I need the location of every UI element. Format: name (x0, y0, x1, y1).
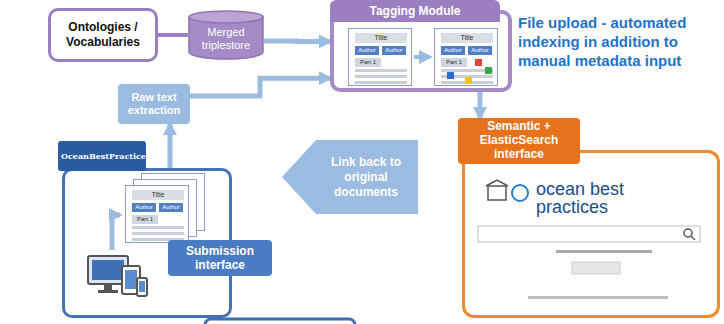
triplestore-cylinder: Merged triplestore (188, 10, 264, 60)
doc-author: Author (355, 46, 379, 55)
connector-arrow (190, 78, 330, 96)
node-text: OceanBestPractices (61, 151, 143, 161)
doc-part: Part 1 (355, 58, 381, 67)
text-line (132, 232, 184, 235)
tag-marker (465, 77, 472, 84)
tagging-module: Tagging ModuleTitleAuthorAuthorPart 1Tit… (330, 0, 512, 92)
process-box: Raw text extraction (118, 84, 190, 124)
doc-author: Author (159, 203, 183, 212)
connector-arrow (167, 124, 172, 168)
document-icon: TitleAuthorAuthorPart 1 (348, 28, 412, 86)
cylinder-top (189, 11, 263, 23)
doc-author: Author (468, 46, 492, 55)
node-text: Link back to original documents (320, 155, 412, 200)
text-line (355, 81, 407, 84)
text-line (355, 75, 407, 78)
submission-box: Submission interface (168, 240, 272, 276)
document-icon: TitleAuthorAuthorPart 1 (434, 28, 498, 86)
doc-title: Title (132, 190, 184, 200)
doc-part: Part 1 (441, 58, 467, 67)
tagging-arrow (414, 55, 430, 59)
connector-arrow (158, 33, 188, 37)
website-screenshot (478, 180, 700, 299)
node-text: Tagging Module (369, 4, 460, 18)
tag-marker (475, 59, 482, 66)
text-line (355, 69, 407, 72)
repository-logo: OceanBestPractices (58, 141, 146, 171)
node-text: Merged triplestore (192, 26, 260, 52)
vocabulary-box: Ontologies / Vocabularies (48, 8, 158, 62)
text-line (132, 226, 184, 229)
node-text: Submission interface (173, 244, 267, 273)
tag-marker (485, 67, 492, 74)
search-interface: Semantic + ElasticSearch interface (458, 118, 720, 318)
partial-box (205, 319, 355, 324)
link-arrow-box: Link back to original documents (282, 140, 418, 214)
connector-arrow (477, 92, 482, 118)
node-text: Raw text extraction (123, 91, 185, 117)
doc-part: Part 1 (132, 215, 158, 224)
doc-author: Author (441, 46, 465, 55)
node-text: Ontologies / Vocabularies (56, 20, 150, 50)
upload-arrow (112, 215, 120, 250)
arrow-polygon (282, 140, 418, 214)
doc-author: Author (382, 46, 406, 55)
connector-arrow (264, 39, 330, 44)
document-icon: TitleAuthorAuthorPart 1 (125, 185, 189, 243)
panel-tab: Semantic + ElasticSearch interface (458, 118, 580, 164)
annotation-text: File upload - automated indexing in addi… (518, 14, 720, 70)
doc-title: Title (441, 33, 493, 43)
tag-marker (447, 72, 454, 79)
doc-author: Author (132, 203, 156, 212)
node-text: Semantic + ElasticSearch interface (462, 120, 576, 161)
devices-icon (88, 256, 147, 296)
panel-outline (462, 150, 720, 318)
doc-title: Title (355, 33, 407, 43)
site-logo-text: ocean best practices (536, 180, 656, 216)
module-tab: Tagging Module (330, 0, 500, 22)
